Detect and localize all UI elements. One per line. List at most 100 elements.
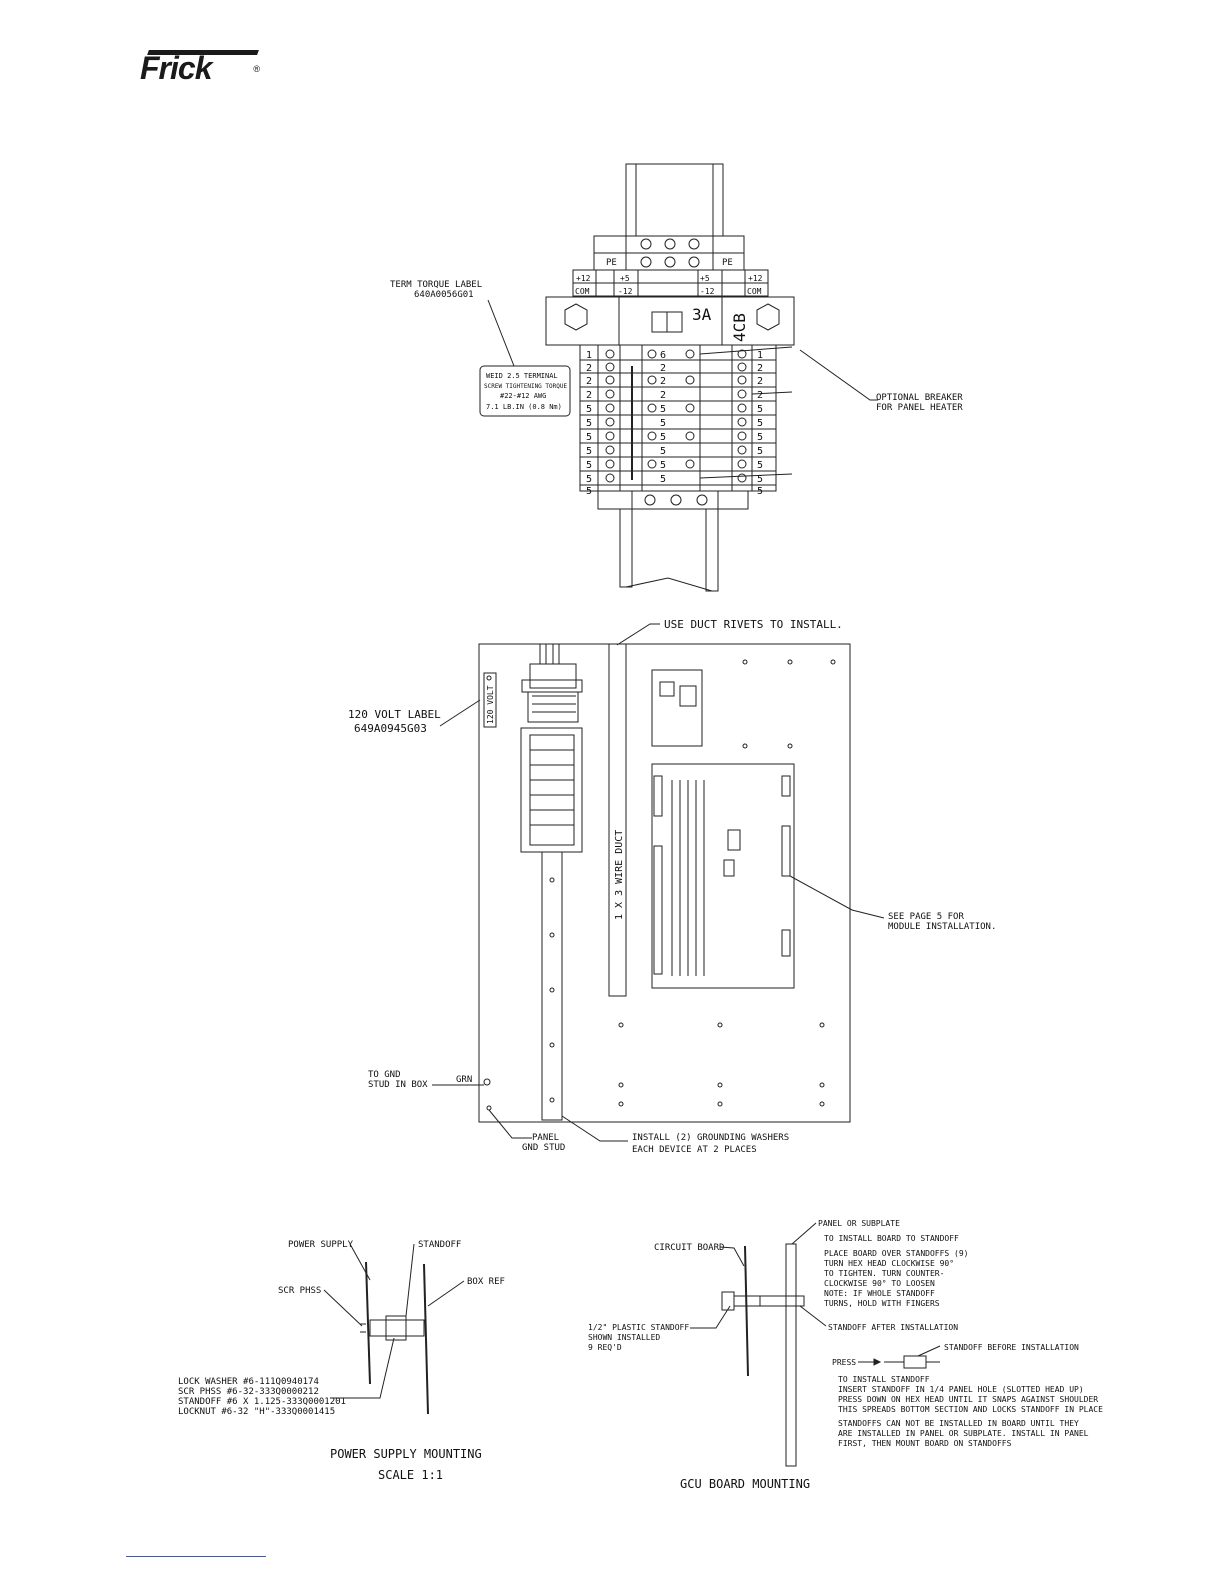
logo-text: Frick xyxy=(140,50,212,86)
module-label-line2: MODULE INSTALLATION. xyxy=(888,922,996,932)
volt-tag xyxy=(483,672,497,728)
gcu-warning-3: FIRST, THEN MOUNT BOARD ON STANDOFFS xyxy=(838,1439,1012,1448)
power-plus12-left: +12 xyxy=(576,274,591,283)
leader-optional-breaker xyxy=(799,349,878,401)
top-cable-left xyxy=(625,163,637,237)
term-torque-label-line2: 640A0056G01 xyxy=(414,290,474,300)
gcu-note-6: NOTE: IF WHOLE STANDOFF xyxy=(824,1289,935,1298)
power-supply-plate xyxy=(365,1261,371,1385)
torque-box-line1: WEID 2.5 TERMINAL xyxy=(486,372,558,380)
gcu-standoff-note-2: INSERT STANDOFF IN 1/4 PANEL HOLE (SLOTT… xyxy=(838,1385,1084,1394)
volt-label-line1: 120 VOLT LABEL xyxy=(348,708,441,721)
term-num-mid: 5 xyxy=(660,446,666,457)
box-wall xyxy=(423,1263,429,1415)
top-cable-right xyxy=(712,163,724,237)
term-num-right: 5 xyxy=(757,404,763,415)
mini-terminal xyxy=(529,663,577,689)
term-num-right: 5 xyxy=(757,432,763,443)
power-plus5-right: +5 xyxy=(700,274,710,283)
gcu-note-2: PLACE BOARD OVER STANDOFFS (9) xyxy=(824,1249,969,1258)
term-num-right: 5 xyxy=(757,418,763,429)
terminal-number-labels: 1 2 2 2 5 5 5 5 5 5 5 6 2 2 2 5 5 5 5 5 … xyxy=(586,350,763,497)
term-num-right: 5 xyxy=(757,460,763,471)
ps-title: POWER SUPPLY MOUNTING xyxy=(330,1447,482,1461)
power-com-right: COM xyxy=(747,287,762,296)
gcu-circuit-board-label: CIRCUIT BOARD xyxy=(654,1243,724,1253)
power-com-left: COM xyxy=(575,287,590,296)
logo-registered-mark: ® xyxy=(253,64,260,74)
power-minus12-right: -12 xyxy=(700,287,715,296)
din-rail xyxy=(541,851,563,1121)
term-num-mid: 6 xyxy=(660,350,666,361)
gcu-after-install: STANDOFF AFTER INSTALLATION xyxy=(828,1323,958,1332)
term-num: 5 xyxy=(586,460,592,471)
term-num: 2 xyxy=(586,363,592,374)
wire-duct-label: 1 X 3 WIRE DUCT xyxy=(614,830,625,920)
hex-nut-left-icon xyxy=(564,303,588,331)
term-num-mid: 2 xyxy=(660,376,666,387)
ps-part-1: LOCK WASHER #6-111Q0940174 xyxy=(178,1377,319,1387)
ps-standoff-label: STANDOFF xyxy=(418,1240,461,1250)
bottom-cable-left xyxy=(619,508,633,588)
term-num: 5 xyxy=(586,418,592,429)
gnd-label-line1: TO GND xyxy=(368,1070,401,1080)
gcu-warning-2: ARE INSTALLED IN PANEL OR SUBPLATE. INST… xyxy=(838,1429,1089,1438)
duct-rivets-label: USE DUCT RIVETS TO INSTALL. xyxy=(664,618,843,631)
footer-link-underline[interactable] xyxy=(126,1556,266,1557)
panel-subplate xyxy=(785,1243,797,1467)
gnd-label-line2: STUD IN BOX xyxy=(368,1080,428,1090)
optional-breaker-line1: OPTIONAL BREAKER xyxy=(876,393,963,403)
washers-line2: EACH DEVICE AT 2 PLACES xyxy=(632,1145,757,1155)
terminal-rows xyxy=(579,344,793,492)
term-num-mid: 2 xyxy=(660,363,666,374)
torque-box-line3: #22-#12 AWG xyxy=(500,392,546,400)
ps-part-4: LOCKNUT #6-32 "H"-333Q0001415 xyxy=(178,1407,335,1417)
gcu-board-mounting-detail: PANEL OR SUBPLATE CIRCUIT BOARD TO INSTA… xyxy=(588,1219,1103,1491)
term-num-mid: 5 xyxy=(660,418,666,429)
ps-power-supply-label: POWER SUPPLY xyxy=(288,1240,354,1250)
pe-screws xyxy=(640,238,700,268)
gcu-warning-1: STANDOFFS CAN NOT BE INSTALLED IN BOARD … xyxy=(838,1419,1079,1428)
torque-box-line4: 7.1 LB.IN (0.8 Nm) xyxy=(486,403,562,411)
frick-logo: Frick ® xyxy=(140,48,260,84)
pe-right-label: PE xyxy=(722,258,733,268)
term-num-right: 5 xyxy=(757,446,763,457)
term-num: 5 xyxy=(586,486,592,497)
gcu-note-1: TO INSTALL BOARD TO STANDOFF xyxy=(824,1234,959,1243)
panel-layout-view: 120 VOLT 1 X 3 WIRE DUCT xyxy=(348,618,996,1155)
washers-line1: INSTALL (2) GROUNDING WASHERS xyxy=(632,1133,789,1143)
wire-duct xyxy=(608,643,627,997)
term-num-mid: 2 xyxy=(660,390,666,401)
gcu-note-5: CLOCKWISE 90° TO LOOSEN xyxy=(824,1279,935,1288)
panel-gnd-line1: PANEL xyxy=(532,1133,559,1143)
breaker-rating: 3A xyxy=(692,305,712,324)
power-plus5-left: +5 xyxy=(620,274,630,283)
standoff-body xyxy=(369,1319,425,1337)
term-num: 2 xyxy=(586,376,592,387)
small-circuit-board xyxy=(651,669,703,747)
term-num-mid: 5 xyxy=(660,432,666,443)
term-num-mid: 5 xyxy=(660,474,666,485)
power-supply-mounting-detail: POWER SUPPLY STANDOFF SCR PHSS BOX REF L… xyxy=(178,1240,505,1482)
bottom-cable-right xyxy=(705,508,719,592)
pe-left-label: PE xyxy=(606,258,617,268)
term-num-right: 2 xyxy=(757,376,763,387)
gcu-note-3: TURN HEX HEAD CLOCKWISE 90° xyxy=(824,1259,954,1268)
installed-standoff xyxy=(733,1295,805,1307)
panel-outline xyxy=(478,643,851,1123)
torque-box xyxy=(479,365,571,417)
term-num-mid: 5 xyxy=(660,404,666,415)
gcu-plastic-standoff-2: SHOWN INSTALLED xyxy=(588,1333,660,1342)
ps-box-ref-label: BOX REF xyxy=(467,1277,505,1287)
gcu-standoff-note-4: THIS SPREADS BOTTOM SECTION AND LOCKS ST… xyxy=(838,1405,1103,1414)
term-num-right: 2 xyxy=(757,390,763,401)
ps-part-3: STANDOFF #6 X 1.125-333Q0001201 xyxy=(178,1397,346,1407)
term-num-right: 2 xyxy=(757,363,763,374)
power-minus12-left: -12 xyxy=(618,287,633,296)
panel-mounting-holes xyxy=(483,659,836,1111)
gcu-note-4: TO TIGHTEN. TURN COUNTER- xyxy=(824,1269,944,1278)
panel-gnd-line2: GND STUD xyxy=(522,1143,565,1153)
terminal-block-detail: PE PE +12 +5 +5 +12 COM -12 -12 COM 3A 4… xyxy=(390,163,963,592)
breaker-id: 4CB xyxy=(730,313,749,342)
